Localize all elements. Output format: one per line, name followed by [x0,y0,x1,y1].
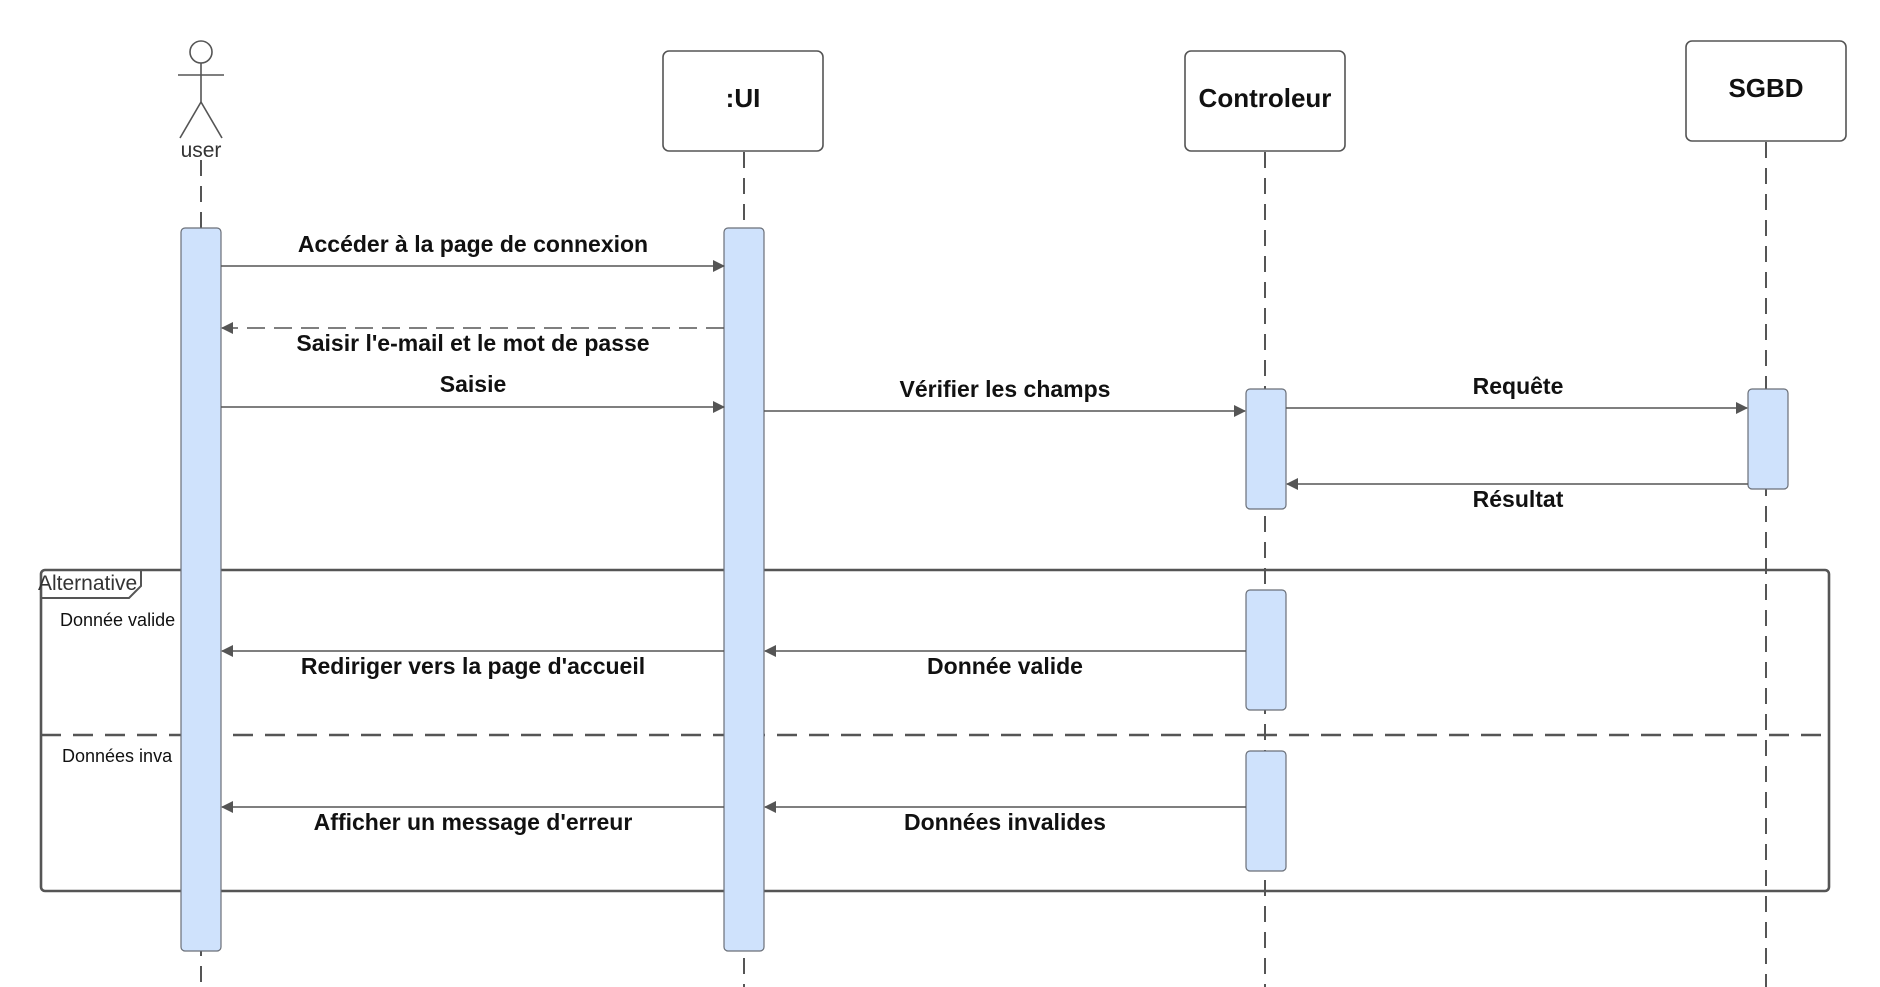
actor-head [189,40,213,64]
participant-dbms-label: SGBD [1728,73,1803,103]
message-9-label: Données invalides [904,809,1106,835]
activation-controller-2 [1245,589,1287,711]
activation-ui [723,227,765,952]
messages [221,260,1748,813]
message-3-label: Saisie [440,371,507,397]
activation-user [180,227,222,952]
lifelines [200,142,1767,987]
participant-ui[interactable]: :UI [662,50,824,152]
participant-dbms[interactable]: SGBD [1685,40,1847,142]
message-10-label: Afficher un message d'erreur [314,809,633,835]
alt-frame-label: Alternative [38,572,137,595]
actor-user[interactable] [178,40,224,139]
participant-box [1184,50,1346,152]
alt-frame-tab [41,570,142,599]
message-5-label: Requête [1473,373,1564,399]
participant-ui-label: :UI [726,83,761,113]
alt-fragment [39,568,1831,893]
participant-controller[interactable]: Controleur [1184,50,1346,152]
guard-valid: Donnée valide [60,610,175,630]
message-2-label: Saisir l'e-mail et le mot de passe [296,330,649,356]
actor-leg-left [179,101,202,139]
actor-leg-right [200,101,223,139]
message-1-label: Accéder à la page de connexion [298,231,648,257]
participant-box [662,50,824,152]
actor-user-label: user [181,139,222,162]
message-7-label: Donnée valide [927,653,1083,679]
activations [180,227,1789,952]
activation-controller-3 [1245,750,1287,872]
participant-controller-label: Controleur [1199,83,1332,113]
activation-controller-1 [1245,388,1287,510]
guard-invalid: Données inva [62,746,173,766]
message-4-label: Vérifier les champs [900,376,1111,402]
message-6-label: Résultat [1473,486,1564,512]
activation-dbms [1747,388,1789,490]
alt-frame [39,568,1831,893]
participant-box [1685,40,1847,142]
message-8-label: Rediriger vers la page d'accueil [301,653,645,679]
